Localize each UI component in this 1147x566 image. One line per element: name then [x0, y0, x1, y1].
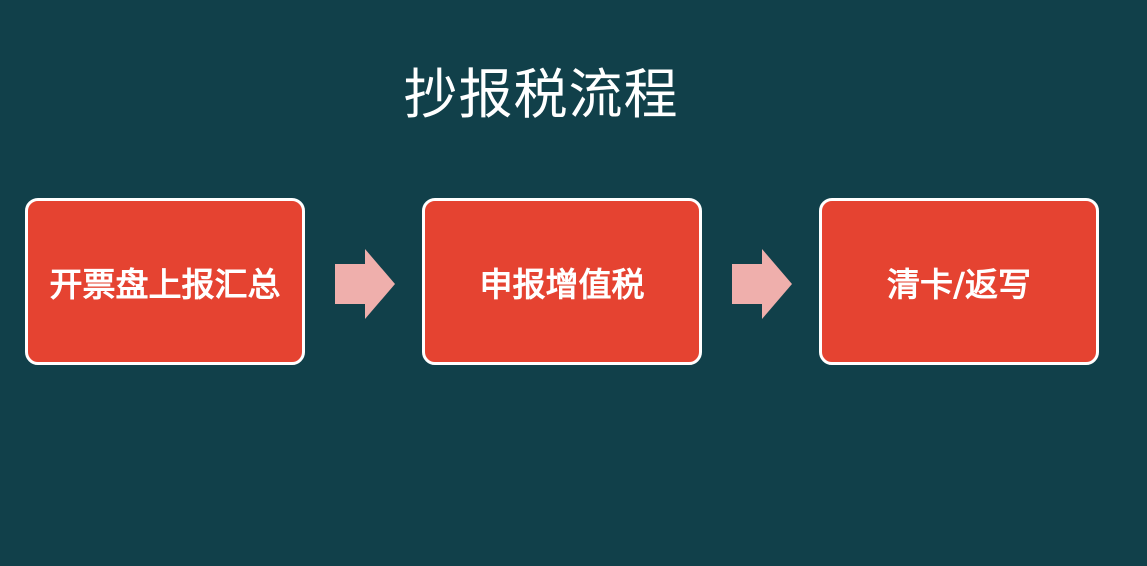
diagram-title: 抄报税流程: [403, 63, 679, 126]
step-label: 开票盘上报汇总: [49, 264, 281, 304]
step-label: 清卡/返写: [886, 264, 1032, 304]
step-label: 申报增值税: [479, 264, 645, 304]
step-box-declare-vat: 申报增值税: [422, 198, 702, 365]
arrow-right-icon: [335, 249, 395, 319]
step-box-clear-card: 清卡/返写: [819, 198, 1099, 365]
step-box-report-summary: 开票盘上报汇总: [25, 198, 305, 365]
arrow-right-icon: [732, 249, 792, 319]
